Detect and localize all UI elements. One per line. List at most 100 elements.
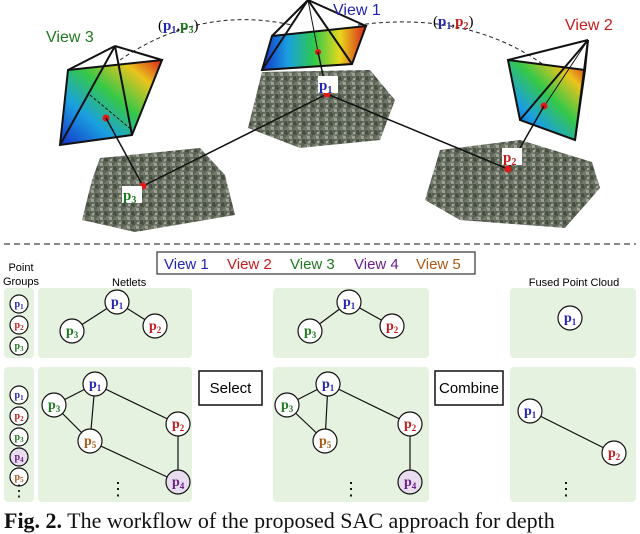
node-circle (104, 289, 130, 315)
node-sel1-p1: p1 (336, 289, 362, 315)
node-fused1-p1: p1 (557, 305, 583, 331)
node-label: p3 (15, 432, 25, 444)
node-net2-p1: p1 (82, 371, 108, 397)
node-label: p3 (48, 398, 61, 414)
node-circle (82, 371, 108, 397)
node-circle (312, 428, 338, 454)
netlets-label: Netlets (112, 277, 147, 289)
svg-text:Combine: Combine (439, 380, 499, 397)
node-sel2-p3: p3 (274, 392, 300, 418)
point-groups-label: Point (8, 262, 33, 274)
view3-camera (58, 45, 164, 147)
node-label: p5 (84, 434, 97, 450)
node-label: p1 (15, 299, 25, 311)
graph-nodes: p1 p2 p3 p1 p2 p3 p4 p5 p1 p3 p2 p1 p3 p5 p2 p4 p1 p3 p2 p1… (9, 289, 627, 495)
point-groups-label-2: Groups (3, 276, 40, 288)
netlets-panel-2 (38, 367, 192, 502)
combine-step: Combine (434, 370, 504, 406)
fused-point-cloud-label: Fused Point Cloud (529, 277, 620, 289)
point-p3-label: p3 (122, 186, 142, 206)
node-net1-p1: p1 (104, 289, 130, 315)
node-net2-p5: p5 (77, 428, 103, 454)
city-cloud-center (248, 70, 395, 148)
line-p1-p2 (326, 93, 509, 170)
node-net2-p4: p4 (165, 469, 191, 495)
node-label: p2 (404, 417, 417, 433)
city-cloud-left (82, 148, 235, 232)
svg-text:p1: p1 (319, 78, 332, 96)
node-label: p3 (304, 324, 317, 340)
node-label: p3 (66, 324, 79, 340)
node-label: p3 (15, 341, 25, 353)
view-legend: View 1 View 2 View 3 View 4 View 5 (156, 251, 476, 275)
svg-text:p2: p2 (503, 150, 516, 168)
view3-label: View 3 (46, 29, 94, 46)
view1-camera (260, 0, 368, 72)
node-label: p5 (15, 472, 25, 484)
node-label: p4 (172, 475, 185, 491)
node-label: p2 (386, 319, 399, 335)
node-label: p2 (15, 320, 25, 332)
node-pg2-p1: p1 (9, 385, 29, 405)
more-dots-netlets: ⋮ (109, 479, 127, 499)
svg-text:p3: p3 (123, 188, 136, 206)
node-sel2-p5: p5 (312, 428, 338, 454)
selected-panel-2 (273, 367, 429, 502)
node-circle (336, 289, 362, 315)
node-sel1-p2: p2 (379, 313, 405, 339)
svg-text:Select: Select (210, 380, 253, 397)
node-pg2-p5: p5 (9, 467, 29, 487)
legend-view5: View 5 (416, 256, 461, 273)
node-circle (297, 318, 323, 344)
node-circle (397, 469, 423, 495)
pair-label-p1-p3: (p1,p3) (158, 18, 198, 36)
more-dots-fused: ⋮ (557, 479, 575, 499)
legend-view3: View 3 (290, 256, 335, 273)
legend-view2: View 2 (227, 256, 272, 273)
node-pg1-p2: p2 (9, 315, 29, 335)
view2-label: View 2 (565, 17, 613, 34)
node-label: p4 (404, 475, 417, 491)
node-label: p5 (319, 434, 332, 450)
node-label: p2 (15, 411, 25, 423)
node-sel2-p1: p1 (315, 371, 341, 397)
more-dots-groups: ⋮ (11, 483, 27, 500)
node-net1-p2: p2 (142, 313, 168, 339)
node-label: p1 (322, 377, 335, 393)
line-v3-p3 (105, 117, 144, 187)
point-p2-label: p2 (502, 148, 522, 168)
node-circle (9, 467, 29, 487)
line-p1-p3 (142, 93, 328, 187)
node-fused2-p2: p2 (601, 440, 627, 466)
node-label: p1 (89, 377, 102, 393)
node-circle (165, 469, 191, 495)
node-label: p1 (343, 295, 356, 311)
node-label: p1 (564, 311, 577, 327)
node-sel2-p2: p2 (397, 411, 423, 437)
more-dots-selected: ⋮ (342, 479, 360, 499)
city-cloud-right (425, 140, 600, 228)
node-circle (9, 336, 29, 356)
fused-panel-2 (510, 367, 636, 502)
figure-caption-number: Fig. 2. (4, 508, 63, 533)
figure-caption: Fig. 2. The workflow of the proposed SAC… (4, 507, 640, 534)
node-pg2-p3: p3 (9, 427, 29, 447)
node-pg2-p2: p2 (9, 406, 29, 426)
select-step: Select (198, 370, 263, 406)
node-net2-p3: p3 (41, 392, 67, 418)
node-label: p2 (172, 417, 185, 433)
node-label: p4 (15, 452, 25, 464)
node-circle (517, 398, 543, 424)
node-label: p2 (608, 446, 621, 462)
dashed-arc-left (119, 19, 293, 61)
point-p1-label: p1 (318, 76, 338, 96)
node-circle (77, 428, 103, 454)
node-circle (142, 313, 168, 339)
node-fused2-p1: p1 (517, 398, 543, 424)
node-circle (397, 411, 423, 437)
node-circle (9, 315, 29, 335)
node-net1-p3: p3 (59, 318, 85, 344)
node-circle (59, 318, 85, 344)
node-circle (9, 427, 29, 447)
